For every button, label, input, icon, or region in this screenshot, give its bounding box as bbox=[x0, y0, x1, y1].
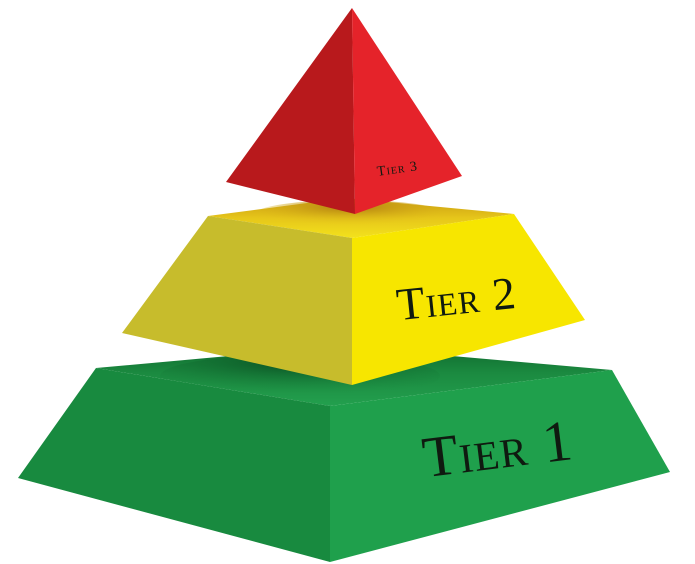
tier-3-left-face bbox=[226, 8, 355, 214]
tier-1-right-face bbox=[330, 370, 670, 562]
tier-3-label: Tier 3 bbox=[376, 159, 419, 180]
tier-2-inner-shadow bbox=[255, 200, 445, 228]
tier-2-label: Tier 2 bbox=[394, 267, 519, 330]
tier-3-right-face bbox=[352, 8, 462, 214]
tier-2-left-face bbox=[122, 216, 352, 385]
tier-2-block: Tier 2 bbox=[122, 198, 585, 385]
tier-1-block: Tier 1 bbox=[18, 346, 670, 562]
tier-2-right-face bbox=[352, 214, 585, 385]
tier-3-block: Tier 3 bbox=[226, 8, 462, 214]
tier-1-left-face bbox=[18, 368, 330, 562]
